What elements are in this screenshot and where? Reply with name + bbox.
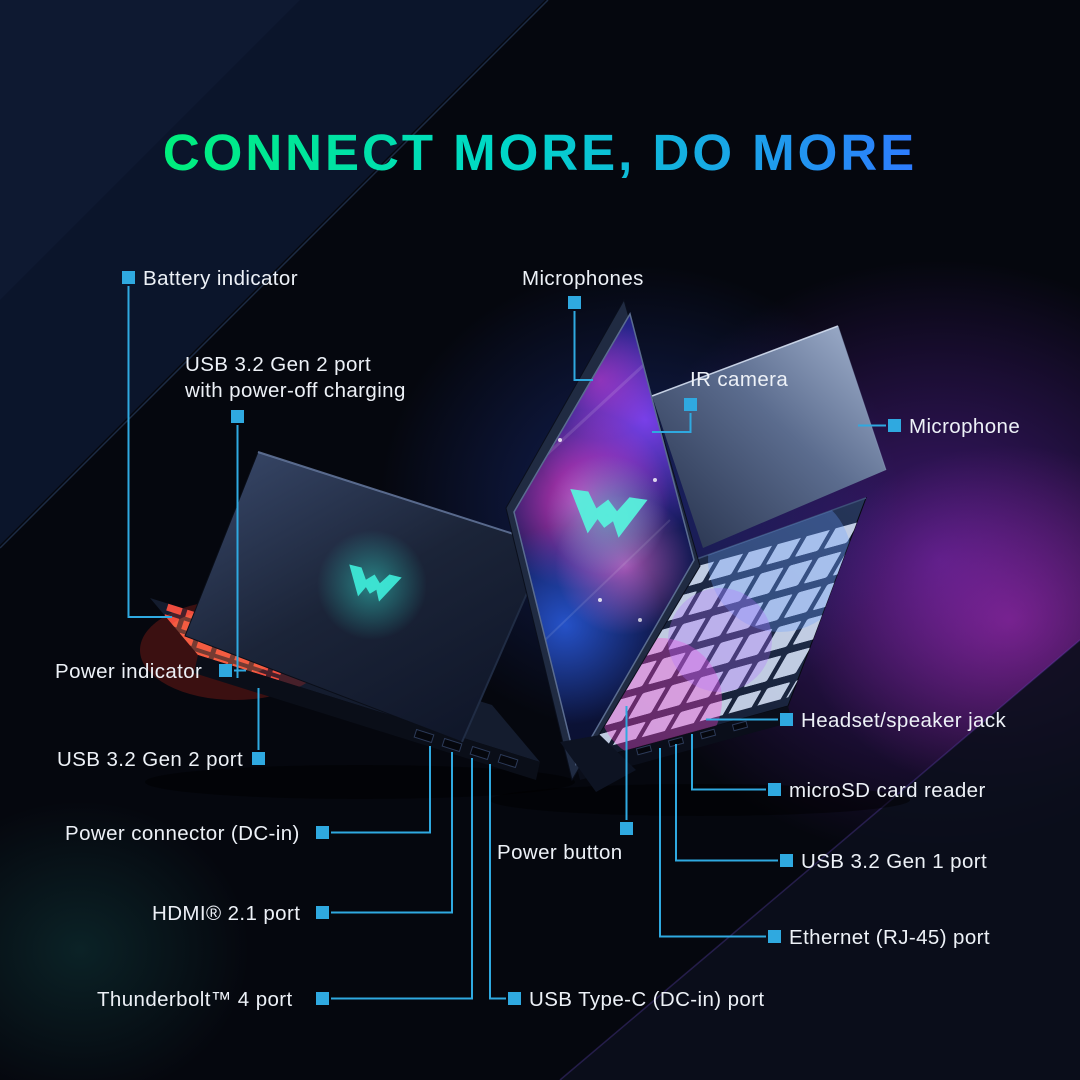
laptop-open-shadow bbox=[490, 784, 910, 816]
hinge-foot bbox=[560, 735, 636, 792]
line-usb1 bbox=[675, 744, 778, 862]
ir-camera-marker bbox=[684, 398, 697, 411]
usb2-left-marker bbox=[252, 752, 265, 765]
laptop-rear-shadow bbox=[145, 765, 575, 799]
line-battery-indicator bbox=[127, 286, 172, 618]
ethernet-marker bbox=[768, 930, 781, 943]
hdmi-label: HDMI® 2.1 port bbox=[152, 902, 301, 925]
line-power-connector bbox=[331, 746, 431, 834]
usb-c-marker bbox=[508, 992, 521, 1005]
usb-c-label: USB Type-C (DC-in) port bbox=[529, 988, 765, 1011]
line-usb-c bbox=[489, 764, 506, 1000]
headset-jack-marker bbox=[780, 713, 793, 726]
thunderbolt-label: Thunderbolt™ 4 port bbox=[97, 988, 293, 1011]
laptop-rear-view bbox=[140, 451, 575, 799]
usb1-marker bbox=[780, 854, 793, 867]
power-indicator-label: Power indicator bbox=[55, 660, 203, 683]
line-microsd bbox=[691, 734, 766, 791]
microphones-label: Microphones bbox=[522, 267, 644, 290]
line-thunderbolt bbox=[331, 758, 473, 1000]
battery-indicator-marker bbox=[122, 271, 135, 284]
line-microphones bbox=[573, 311, 593, 381]
microsd-reader-label: microSD card reader bbox=[789, 779, 986, 802]
ethernet-label: Ethernet (RJ-45) port bbox=[789, 926, 990, 949]
line-ir-camera bbox=[652, 413, 692, 433]
line-hdmi bbox=[331, 752, 453, 914]
microphone-right-marker bbox=[888, 419, 901, 432]
callout-lines bbox=[127, 286, 886, 1000]
second-laptop-lid bbox=[652, 326, 886, 548]
power-button-label: Power button bbox=[497, 841, 623, 864]
power-button-marker bbox=[620, 822, 633, 835]
usb2-left-label: USB 3.2 Gen 2 port bbox=[57, 748, 244, 771]
microphones-marker bbox=[568, 296, 581, 309]
side-port-slots bbox=[635, 720, 749, 756]
usb1-label: USB 3.2 Gen 1 port bbox=[801, 850, 988, 873]
power-connector-marker bbox=[316, 826, 329, 839]
usb2-charging-marker bbox=[231, 410, 244, 423]
power-indicator-marker bbox=[219, 664, 232, 677]
power-connector-label: Power connector (DC-in) bbox=[65, 822, 300, 845]
battery-indicator-label: Battery indicator bbox=[143, 267, 298, 290]
page-title: CONNECT MORE, DO MORE bbox=[163, 124, 917, 181]
ir-camera-label: IR camera bbox=[690, 368, 789, 391]
thunderbolt-marker bbox=[316, 992, 329, 1005]
microphone-right-label: Microphone bbox=[909, 415, 1021, 438]
rear-port-slots bbox=[413, 728, 519, 769]
headset-jack-label: Headset/speaker jack bbox=[801, 709, 1007, 732]
hdmi-marker bbox=[316, 906, 329, 919]
microsd-reader-marker bbox=[768, 783, 781, 796]
line-ethernet bbox=[659, 748, 766, 938]
